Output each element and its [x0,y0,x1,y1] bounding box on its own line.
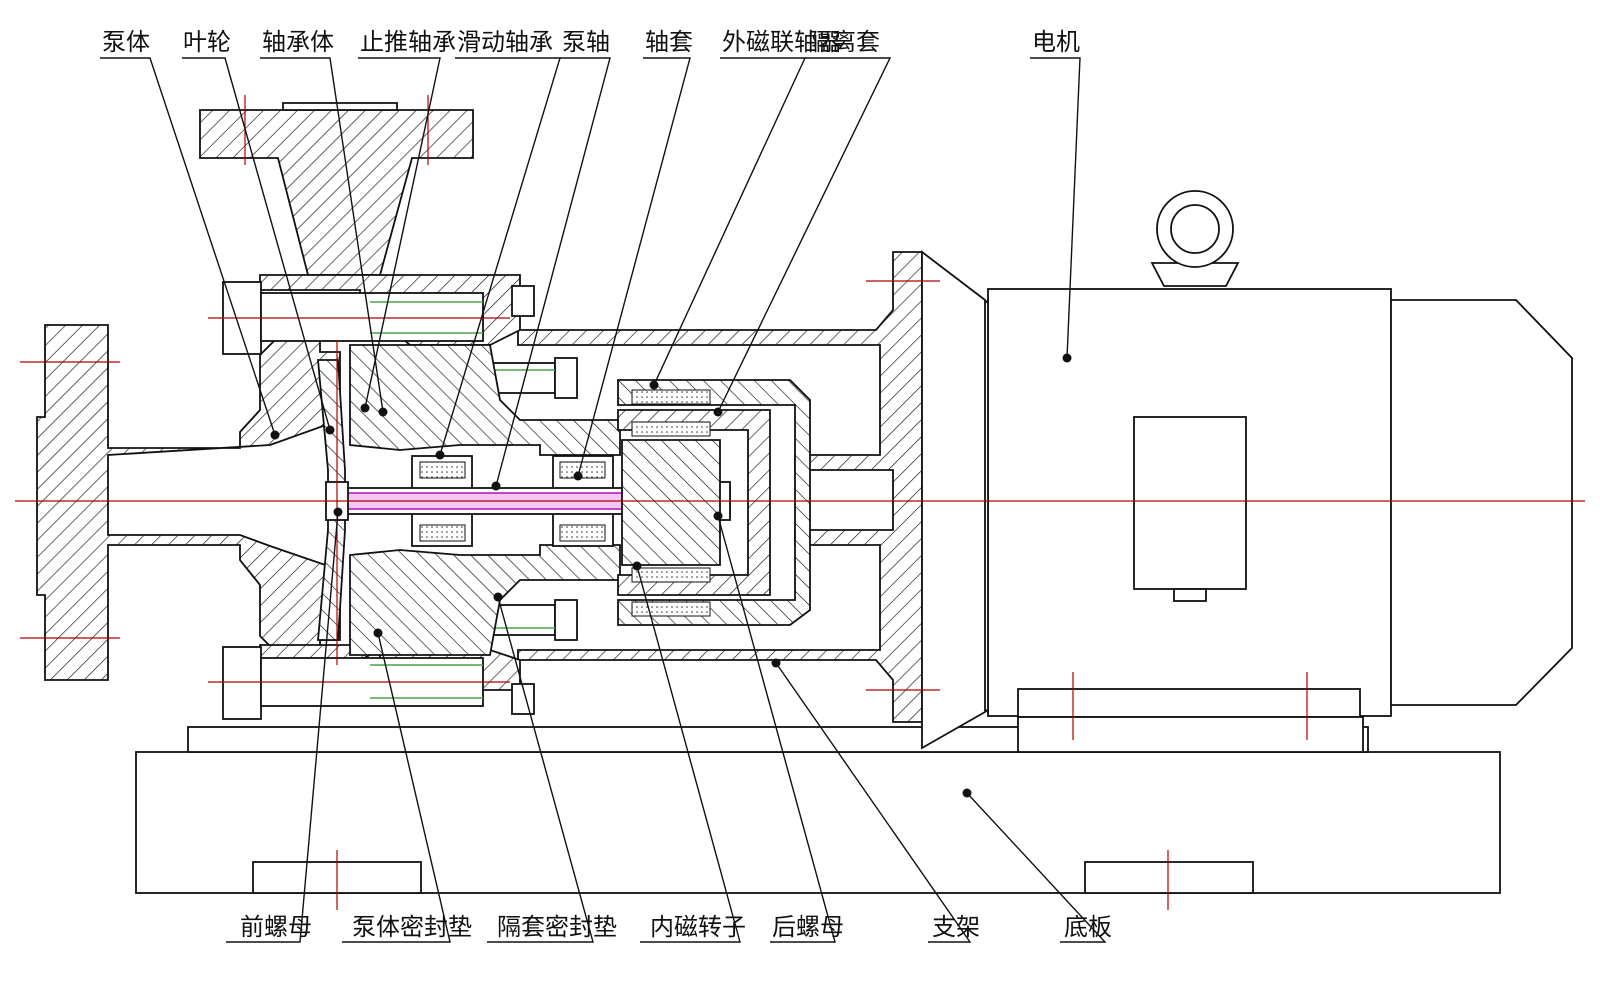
label-pump-body-gasket: 泵体密封垫 [352,913,472,941]
motor-drawing [949,190,1573,753]
label-front-nut: 前螺母 [240,913,312,941]
label-sliding-bearing: 滑动轴承 [457,28,553,56]
label-isolation-sleeve: 隔离套 [808,28,880,56]
label-motor: 电机 [1032,28,1080,56]
label-bracket: 支架 [932,913,980,941]
label-shaft-sleeve: 轴套 [645,28,693,56]
label-pump-shaft: 泵轴 [562,28,610,56]
label-outer-magnetic-coupling: 外磁联轴器 [722,28,842,56]
label-inner-magnetic-rotor: 内磁转子 [650,913,746,941]
label-impeller: 叶轮 [183,28,231,56]
leader-dots [270,353,1072,798]
label-rear-nut: 后螺母 [772,913,844,941]
base-plate-drawing [135,726,1501,910]
label-base-plate: 底板 [1064,913,1112,941]
label-bearing-housing: 轴承体 [262,28,334,56]
label-sleeve-gasket: 隔套密封垫 [497,913,617,941]
magnetic-coupling-drawing [617,379,811,626]
label-pump-body: 泵体 [102,28,150,56]
leader-lines [100,57,1107,943]
label-thrust-bearing: 止推轴承 [360,28,456,56]
